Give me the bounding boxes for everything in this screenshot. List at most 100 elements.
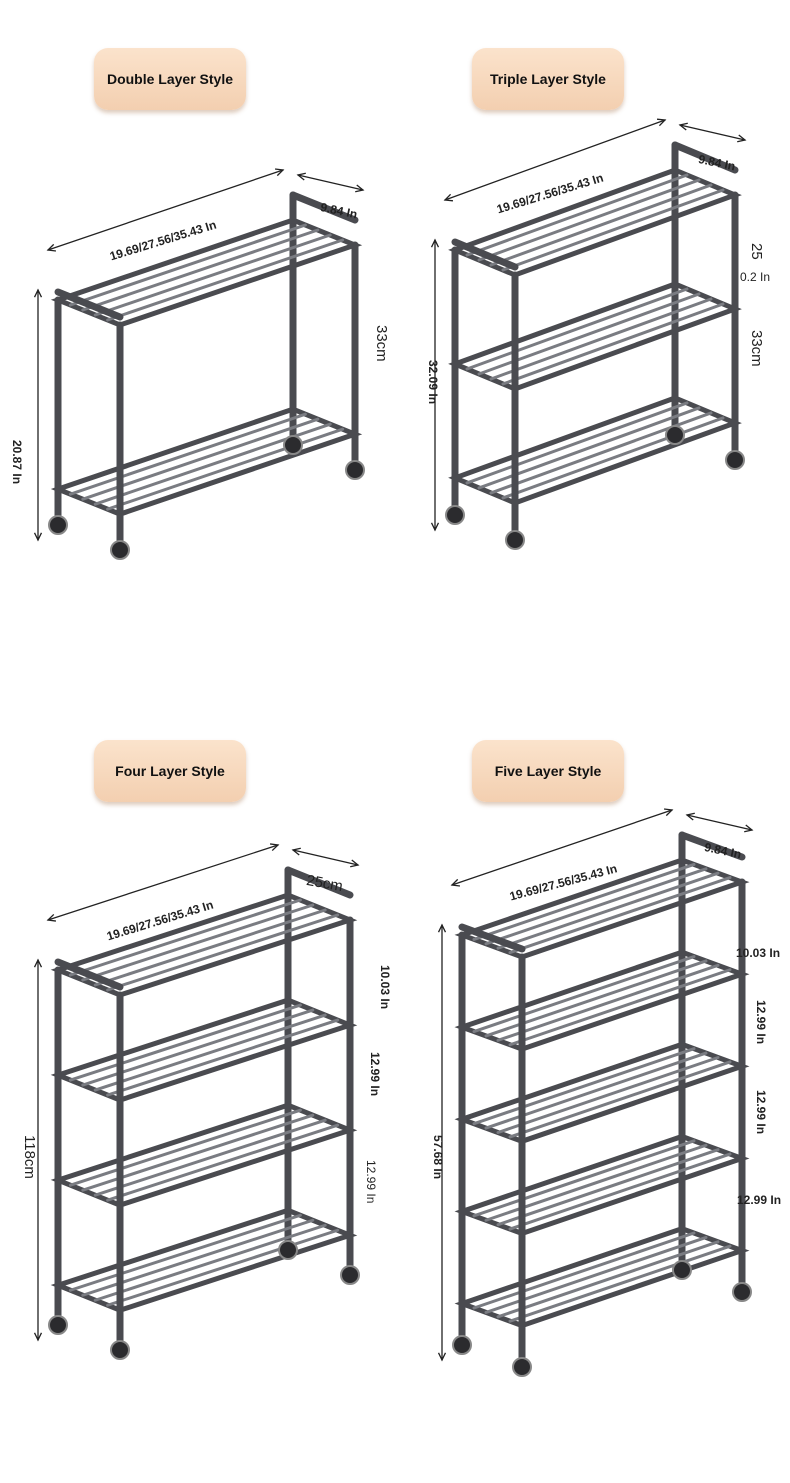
wheel [725, 450, 745, 470]
shelf-slat [68, 1003, 302, 1082]
rack-3-layer [445, 141, 745, 550]
shelf-slat [496, 1148, 720, 1227]
spacing-label: 10.03 In [736, 946, 781, 960]
shelf-slat [68, 1213, 302, 1292]
length-dimension [46, 843, 280, 922]
spacing-label: 12.99 In [754, 1000, 768, 1045]
arrow-head [443, 193, 454, 202]
handle [54, 958, 124, 991]
height-label: 32.09 In [426, 360, 440, 405]
handle [54, 288, 124, 321]
arrow-head [663, 808, 674, 817]
shelf-slat [508, 1152, 732, 1231]
shelf-frame [454, 1041, 750, 1144]
four-layer-badge: Four Layer Style [94, 740, 246, 802]
shelf-slat [106, 1228, 340, 1307]
shelf-slat [106, 238, 345, 322]
wheel [48, 515, 68, 535]
shelf-slat [472, 862, 696, 941]
length-dimension [450, 808, 674, 887]
shelf-slat [501, 188, 725, 272]
length-dimension [46, 168, 285, 252]
badge-label: Double Layer Style [106, 71, 234, 87]
shelf-slat [472, 1231, 696, 1310]
dimension-line [679, 124, 746, 141]
arrow-head [296, 172, 306, 181]
arrow-head [355, 184, 365, 193]
shelf-frame [454, 949, 750, 1052]
shelf-slat [472, 1047, 696, 1126]
shelf-frame [50, 406, 363, 517]
arrow-head [46, 913, 57, 922]
arrow-head [450, 878, 461, 887]
arrow-head [685, 812, 695, 821]
spacing-label: 0.2 In [740, 270, 771, 284]
wheel [283, 435, 303, 455]
shelf-slat [93, 233, 332, 317]
arrow-head [46, 243, 57, 252]
arrow-head [678, 122, 688, 131]
arrow-head [291, 847, 301, 856]
handle [678, 831, 746, 861]
shelf-slat [81, 228, 320, 312]
shelf-slat [477, 178, 701, 262]
rack-4-layer [48, 866, 360, 1360]
shelf-slat [508, 968, 732, 1047]
depth-dimension [685, 812, 754, 833]
spacing-label: 12.99 In [754, 1090, 768, 1135]
dimension-line [47, 844, 279, 921]
shelf-slat [93, 1013, 327, 1092]
arrow-head [430, 238, 440, 248]
wheel [452, 1335, 472, 1355]
shelf-slat [496, 1056, 720, 1134]
shelf-slat [465, 401, 689, 485]
height-label: 57.68 In [431, 1135, 445, 1180]
dimension-line [451, 809, 673, 886]
shelf-slat [508, 1244, 732, 1323]
arrow-head [350, 859, 360, 868]
handle [458, 923, 526, 953]
spacing-label: 12.99 In [368, 1052, 382, 1097]
height-dimension [430, 238, 440, 532]
shelf-slat [106, 1018, 340, 1097]
shelf-slat [93, 908, 327, 987]
badge-label: Triple Layer Style [490, 71, 606, 87]
shelf-slat [472, 955, 696, 1034]
shelf-frame [50, 1102, 358, 1208]
handle [284, 866, 354, 899]
arrow-head [274, 168, 285, 177]
wheel [505, 530, 525, 550]
dimension-line [292, 849, 359, 866]
height-dimension [33, 958, 43, 1342]
shelf-slat [81, 903, 315, 982]
arrow-head [430, 522, 440, 532]
spacing-label: 25 [748, 243, 765, 260]
wheel [672, 1260, 692, 1280]
shelf-slat [93, 1223, 327, 1302]
arrow-head [33, 958, 43, 968]
depth-dimension [296, 172, 365, 193]
arrow-head [737, 134, 747, 143]
wheel [110, 540, 130, 560]
rack-2-layer [48, 191, 365, 560]
shelf-slat [68, 898, 302, 977]
arrow-head [437, 923, 447, 933]
wheel [278, 1240, 298, 1260]
spacing-label: 10.03 In [378, 965, 392, 1010]
shelf-slat [496, 871, 720, 950]
badge-label: Five Layer Style [494, 763, 602, 779]
shelf-frame [50, 997, 358, 1103]
shelf-slat [93, 1118, 327, 1197]
height-label: 118cm [21, 1135, 38, 1179]
shelf-slat [472, 1139, 696, 1218]
shelf-frame [454, 1225, 750, 1329]
arrow-head [33, 288, 43, 298]
wheel [48, 1315, 68, 1335]
dimension-line [444, 119, 666, 201]
shelf-slat [106, 427, 345, 511]
shelf-frame [50, 1207, 358, 1313]
handle [671, 141, 739, 174]
dimension-line [297, 174, 364, 191]
shelf-slat [501, 416, 725, 500]
